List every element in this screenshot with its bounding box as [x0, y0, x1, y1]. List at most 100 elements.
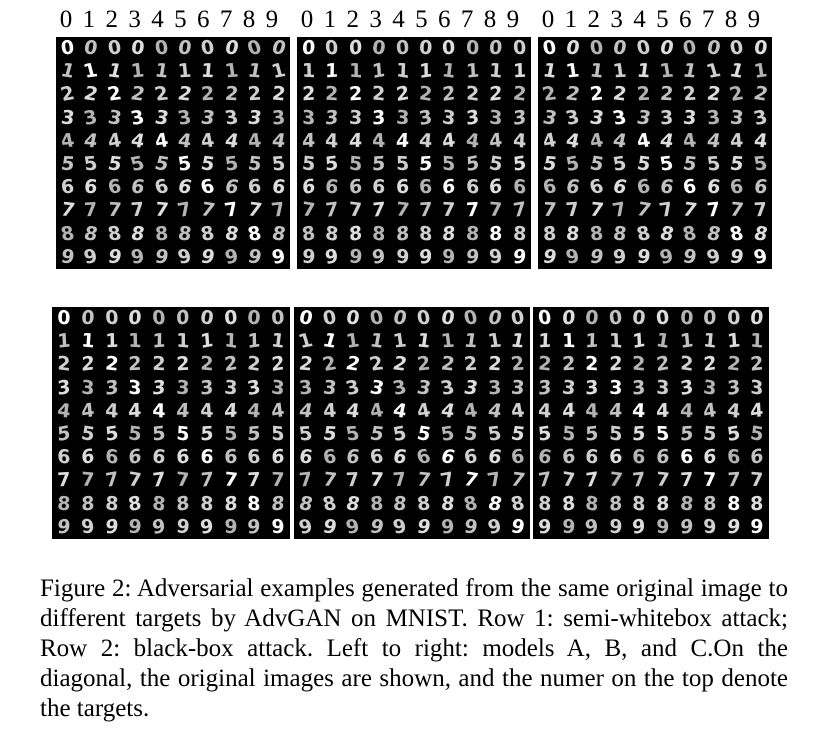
adversarial-digit-cell: 4 [246, 129, 263, 153]
adversarial-digit-cell: 5 [297, 422, 314, 446]
adversarial-digit-cell: 9 [439, 515, 455, 539]
adversarial-digit-cell: 8 [751, 222, 770, 246]
adversarial-digit-cell: 3 [80, 375, 95, 400]
adversarial-digit-cell: 2 [655, 352, 671, 377]
adversarial-digit-cell: 7 [298, 468, 314, 493]
adversarial-digit-cell: 8 [153, 222, 169, 246]
adversarial-digit-cell: 6 [703, 445, 717, 469]
adversarial-digit-cell: 2 [175, 353, 190, 376]
adversarial-digit-cell: 0 [82, 37, 100, 60]
adversarial-digit-cell: 7 [103, 468, 119, 493]
adversarial-digit-cell: 0 [415, 307, 432, 330]
adversarial-digit-cell: 0 [128, 307, 143, 330]
adversarial-digit-cell: 1 [750, 329, 765, 353]
adversarial-digit-cell: 0 [152, 307, 167, 330]
adversarial-digit-cell: 4 [655, 399, 670, 423]
adversarial-digit-cell: 8 [750, 492, 765, 516]
adversarial-digit-cell: 4 [104, 399, 119, 423]
adversarial-digit-cell: 9 [632, 514, 647, 539]
original-digit-cell: 9 [751, 245, 769, 269]
adversarial-digit-cell: 1 [200, 59, 216, 83]
target-label: 1 [82, 6, 96, 33]
adversarial-digit-cell: 2 [439, 352, 456, 377]
adversarial-digit-cell: 1 [608, 329, 623, 353]
adversarial-digit-cell: 9 [465, 245, 480, 269]
adversarial-digit-cell: 1 [130, 59, 146, 83]
adversarial-digit-cell: 8 [269, 222, 288, 246]
adversarial-digit-cell: 7 [269, 199, 288, 222]
adversarial-digit-cell: 3 [301, 105, 316, 130]
adversarial-digit-cell: 1 [348, 59, 363, 83]
adversarial-digit-cell: 2 [394, 82, 410, 107]
adversarial-digit-cell: 2 [725, 352, 742, 377]
adversarial-digit-cell: 1 [415, 329, 432, 353]
target-label: 0 [300, 6, 314, 33]
target-label: 5 [174, 6, 187, 33]
adversarial-digit-cell: 0 [465, 37, 480, 60]
original-digit-cell: 6 [442, 175, 456, 199]
adversarial-digit-cell: 0 [129, 37, 147, 60]
original-digit-cell: 4 [395, 129, 410, 153]
adversarial-digit-cell: 4 [701, 398, 718, 423]
adversarial-digit-cell: 9 [442, 245, 456, 269]
adversarial-digit-cell: 1 [152, 329, 166, 353]
target-label: 6 [197, 6, 210, 33]
adversarial-digit-cell: 7 [152, 468, 167, 493]
adversarial-digit-cell: 2 [442, 82, 457, 107]
adversarial-digit-cell: 1 [752, 59, 769, 84]
adversarial-digit-cell: 7 [130, 199, 146, 222]
adversarial-digit-cell: 1 [509, 329, 527, 353]
adversarial-digit-cell: 3 [538, 375, 552, 400]
adversarial-digit-cell: 0 [564, 37, 582, 60]
adversarial-digit-cell: 3 [199, 376, 214, 400]
adversarial-digit-cell: 9 [415, 515, 433, 539]
adversarial-digit-cell: 7 [394, 198, 411, 223]
adversarial-digit-cell: 1 [104, 329, 119, 353]
adversarial-digit-cell: 3 [705, 106, 722, 130]
adversarial-digit-cell: 7 [271, 469, 285, 492]
adversarial-digit-cell: 8 [56, 492, 72, 516]
original-digit-cell: 2 [585, 353, 599, 376]
adversarial-digit-cell: 7 [679, 469, 694, 492]
adversarial-digit-cell: 5 [348, 152, 363, 176]
adversarial-digit-cell: 2 [751, 82, 770, 107]
adversarial-digit-cell: 7 [348, 198, 363, 223]
adversarial-digit-cell: 4 [679, 399, 694, 423]
adversarial-digit-cell: 3 [634, 106, 653, 130]
adversarial-digit-cell: 4 [128, 399, 143, 423]
adversarial-digit-cell: 6 [83, 175, 99, 199]
original-digit-cell: 9 [509, 515, 527, 539]
adversarial-digit-cell: 2 [632, 352, 646, 377]
adversarial-digit-cell: 7 [345, 469, 361, 492]
adversarial-digit-cell: 5 [585, 422, 599, 446]
adversarial-digit-cell: 9 [726, 515, 742, 539]
adversarial-digit-cell: 1 [176, 329, 190, 353]
original-digit-cell: 7 [465, 199, 480, 222]
adversarial-digit-cell: 2 [611, 82, 629, 107]
adversarial-digit-cell: 6 [247, 175, 263, 199]
adversarial-digit-cell: 2 [703, 352, 717, 377]
adversarial-digit-cell: 0 [488, 37, 503, 60]
original-digit-cell: 1 [80, 329, 96, 353]
adversarial-digit-cell: 9 [151, 514, 167, 539]
adversarial-digit-cell: 7 [752, 199, 768, 222]
adversarial-digit-cell: 6 [57, 445, 71, 469]
original-digit-cell: 0 [56, 307, 71, 330]
adversarial-digit-cell: 3 [659, 106, 674, 130]
adversarial-digit-cell: 7 [419, 199, 433, 222]
adversarial-digit-cell: 9 [175, 514, 191, 539]
adversarial-digit-cell: 6 [270, 175, 287, 199]
adversarial-digit-cell: 6 [510, 445, 527, 469]
original-digit-cell: 8 [489, 222, 503, 246]
adversarial-digit-cell: 5 [702, 422, 718, 446]
adversarial-digit-cell: 6 [752, 176, 769, 199]
target-label: 7 [219, 6, 233, 33]
adversarial-digit-cell: 7 [199, 468, 214, 493]
adversarial-digit-cell: 2 [511, 82, 528, 107]
adversarial-digit-cell: 7 [728, 198, 746, 223]
original-digit-cell: 2 [348, 83, 363, 106]
adversarial-digit-cell: 8 [199, 491, 214, 516]
